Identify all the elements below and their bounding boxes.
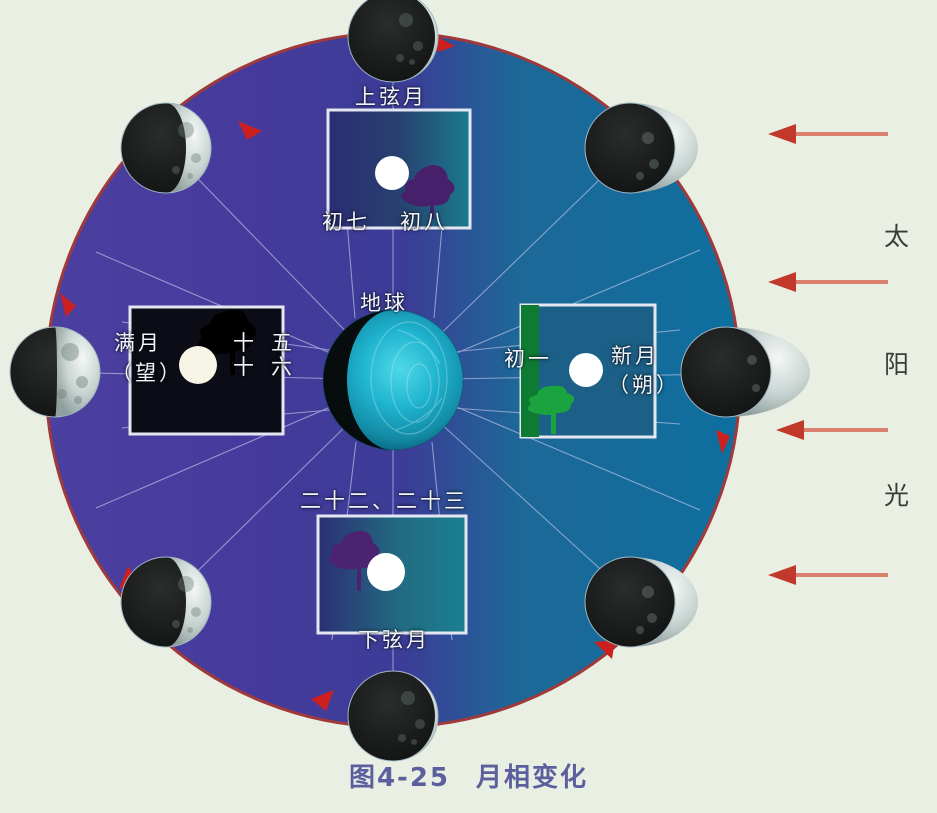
tree-icon: [401, 165, 455, 219]
moon-glyph: [367, 553, 405, 591]
sunlight-arrow-2: [768, 272, 888, 292]
panel-full-moon: [128, 305, 285, 436]
moon-bottom-right: [584, 556, 698, 648]
tree-icon: [197, 309, 257, 375]
panel-last-quarter: [316, 514, 468, 635]
moon-right: [680, 326, 810, 418]
moon-top-left: [120, 102, 212, 194]
tree-icon: [328, 530, 380, 591]
tree-icon: [527, 385, 575, 434]
sunlight-arrow-4: [768, 565, 888, 585]
moon-glyph: [179, 346, 217, 384]
figure-caption-title: 月相变化: [476, 763, 589, 793]
moon-top-right: [584, 102, 698, 194]
panel-new-moon: [519, 303, 657, 439]
moon-glyph: [375, 156, 409, 190]
figure-caption: 图4-25 月相变化: [0, 757, 937, 794]
moon-left: [9, 326, 101, 418]
panel-first-quarter: [326, 108, 472, 230]
sunlight-arrow-3: [776, 420, 888, 440]
earth: [322, 309, 464, 451]
sunlight-arrow-1: [768, 124, 888, 144]
sunlight-arrows: [768, 124, 888, 585]
moon-glyph: [569, 353, 603, 387]
moon-top: [347, 0, 439, 83]
figure-caption-number: 图4-25: [348, 763, 451, 793]
moon-bottom-left: [120, 556, 212, 648]
moon-bottom: [347, 670, 439, 762]
